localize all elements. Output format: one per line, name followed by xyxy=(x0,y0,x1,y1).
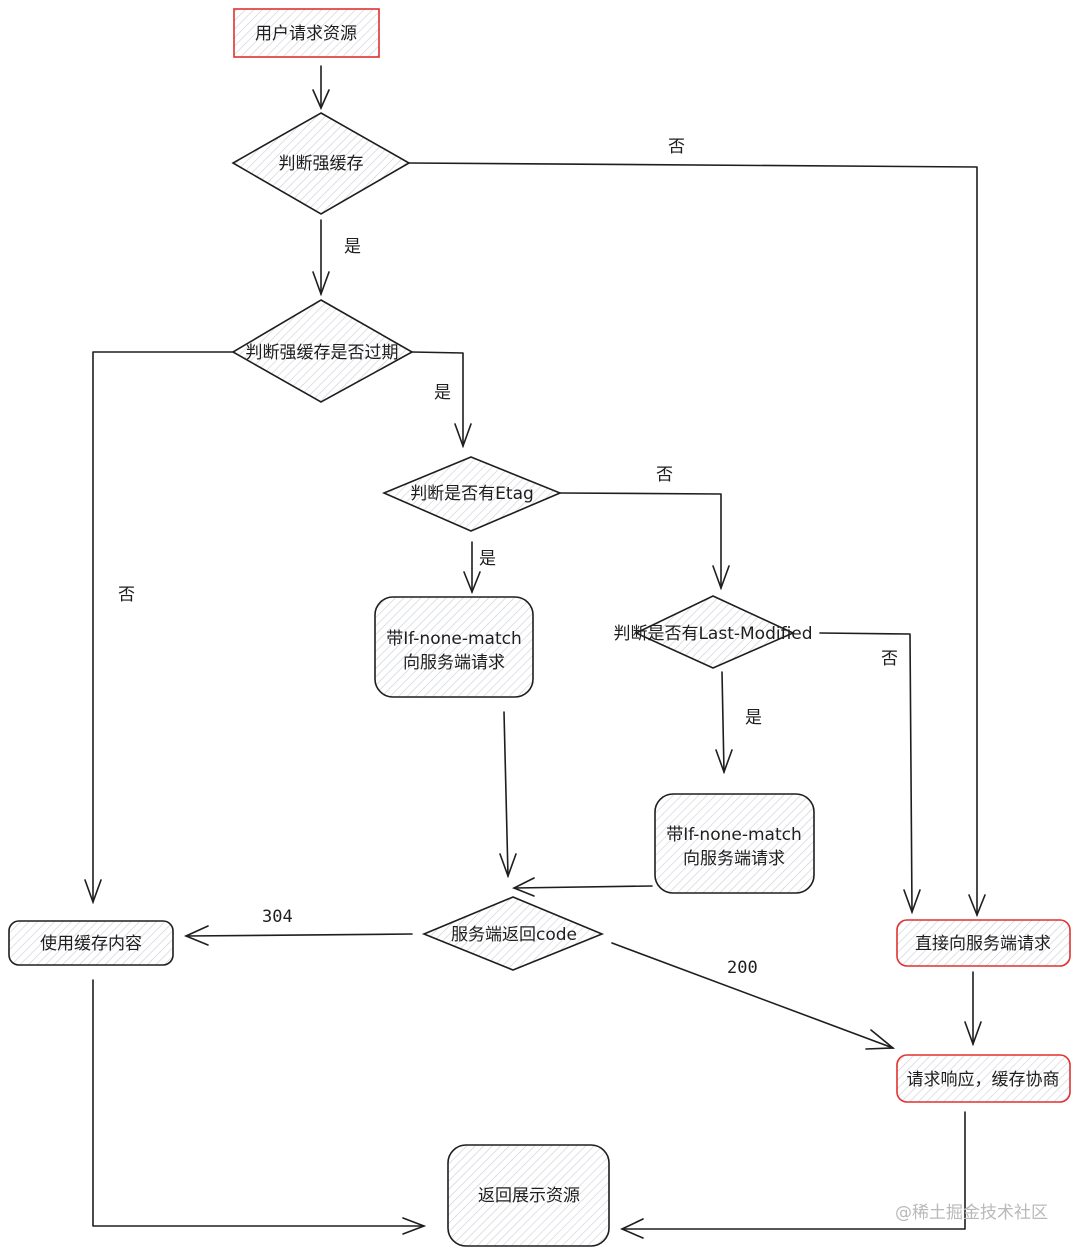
edge-server-code-304-to-use-cache xyxy=(183,925,413,946)
node-direct-request-text: 直接向服务端请求 xyxy=(915,934,1051,954)
label-etag-yes: 是 xyxy=(479,549,496,569)
node-req-if-none-match-2: 带If-none-match 向服务端请求 xyxy=(654,793,815,894)
edges xyxy=(84,65,986,1239)
node-req-if-none-match-2-line1: 带If-none-match xyxy=(666,825,802,845)
label-expired-yes: 是 xyxy=(434,383,451,403)
label-code-304: 304 xyxy=(262,907,293,927)
edge-direct-request-to-response xyxy=(964,971,982,1047)
edge-start-to-strong-cache xyxy=(312,65,330,110)
node-use-cache-text: 使用缓存内容 xyxy=(40,933,142,954)
label-code-200: 200 xyxy=(727,958,758,978)
node-req-if-none-match-2-line2: 向服务端请求 xyxy=(683,849,785,869)
node-start-text: 用户请求资源 xyxy=(255,24,357,44)
node-check-expired: 判断强缓存是否过期 xyxy=(231,299,414,403)
node-check-strong-cache-text: 判断强缓存 xyxy=(279,154,364,174)
node-server-code-text: 服务端返回code xyxy=(451,925,577,945)
edge-expired-no-to-use-cache xyxy=(84,351,234,905)
label-etag-no: 否 xyxy=(656,465,673,485)
node-check-last-modified-text: 判断是否有Last-Modified xyxy=(613,624,812,644)
label-last-modified-yes: 是 xyxy=(745,708,762,728)
edge-if-none-match-2-to-server-code xyxy=(512,877,653,897)
label-expired-no: 否 xyxy=(118,585,135,605)
edge-strong-cache-no-to-direct-request xyxy=(408,162,986,918)
edge-last-modified-yes-to-if-none-match-2 xyxy=(715,671,733,775)
label-strong-cache-no: 否 xyxy=(668,137,685,157)
edge-last-modified-no-to-direct-request xyxy=(819,632,921,915)
node-response-negotiate-text: 请求响应，缓存协商 xyxy=(907,1070,1060,1090)
node-check-etag-text: 判断是否有Etag xyxy=(410,484,534,504)
edge-response-to-return-resource xyxy=(620,1111,966,1239)
edge-strong-cache-yes-to-expired xyxy=(312,219,330,297)
edge-etag-yes-to-if-none-match xyxy=(463,541,481,595)
edge-if-none-match-to-server-code xyxy=(499,711,517,879)
edge-expired-yes-to-etag xyxy=(411,351,472,449)
node-check-strong-cache: 判断强缓存 xyxy=(231,112,411,215)
label-strong-cache-yes: 是 xyxy=(344,237,361,257)
node-check-last-modified: 判断是否有Last-Modified xyxy=(613,595,813,669)
node-server-code: 服务端返回code xyxy=(421,896,605,971)
node-direct-request: 直接向服务端请求 xyxy=(896,919,1071,967)
edge-labels: 否 是 否 是 否 是 否 是 304 200 xyxy=(118,137,898,978)
node-req-if-none-match-line1: 带If-none-match xyxy=(386,629,522,649)
node-return-resource: 返回展示资源 xyxy=(447,1144,610,1247)
watermark: @稀土掘金技术社区 xyxy=(895,1203,1048,1223)
edge-server-code-200-to-response xyxy=(611,942,896,1050)
node-check-expired-text: 判断强缓存是否过期 xyxy=(246,343,399,363)
node-check-etag: 判断是否有Etag xyxy=(381,456,563,532)
node-req-if-none-match: 带If-none-match 向服务端请求 xyxy=(374,596,534,698)
label-last-modified-no: 否 xyxy=(881,649,898,669)
node-req-if-none-match-line2: 向服务端请求 xyxy=(403,653,505,673)
node-use-cache: 使用缓存内容 xyxy=(8,920,174,966)
node-start: 用户请求资源 xyxy=(233,8,380,58)
node-return-resource-text: 返回展示资源 xyxy=(478,1186,580,1206)
edge-etag-no-to-last-modified xyxy=(559,492,730,591)
node-response-negotiate: 请求响应，缓存协商 xyxy=(896,1054,1071,1103)
edge-use-cache-to-return-resource xyxy=(92,979,427,1235)
